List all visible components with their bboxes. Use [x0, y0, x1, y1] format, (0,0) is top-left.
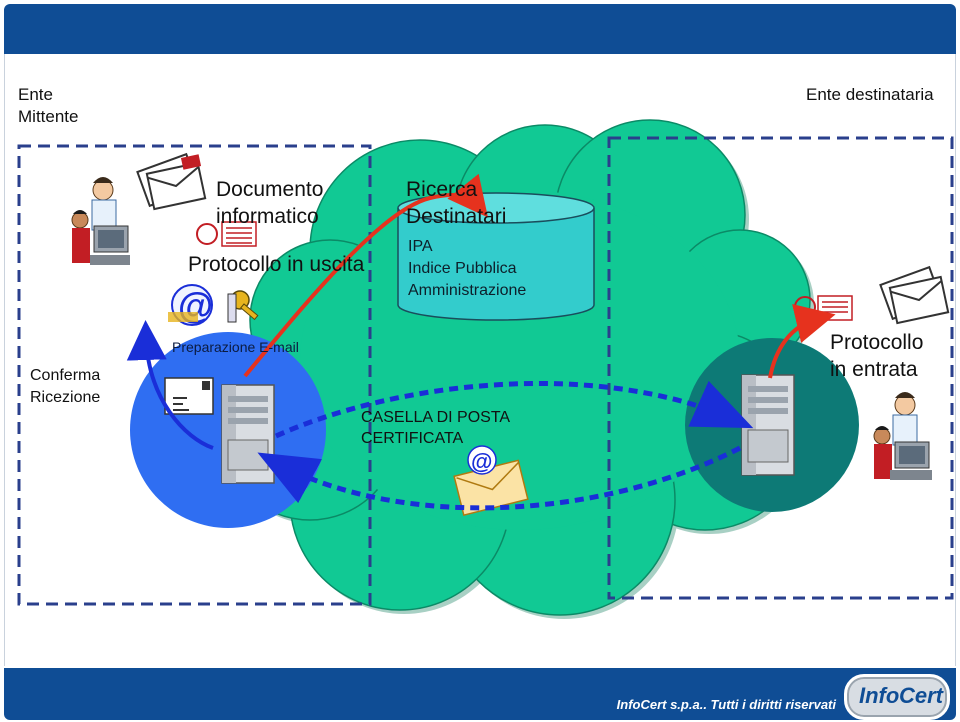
certified-mailbox-label: CASELLA DI POSTA CERTIFICATA: [361, 409, 511, 447]
email-at-icon: @: [168, 284, 213, 326]
slide-frame: [4, 54, 956, 666]
receipt-confirmation-arrow: [126, 320, 214, 450]
header-bar: [4, 4, 956, 54]
send-mail-arrow: [274, 380, 754, 439]
receipt-confirmation-label: Conferma Ricezione: [30, 367, 101, 406]
search-recipients-label: Ricerca Destinatari: [406, 178, 507, 228]
outgoing-envelope-icon: [164, 377, 214, 415]
recipient-boundary: [607, 136, 954, 600]
logo-info-text: Info: [859, 683, 900, 708]
protocol-stamp-icon: [196, 221, 257, 247]
document-label: Documento informatico: [216, 178, 324, 228]
search-recipients-arrow: [243, 173, 489, 378]
incoming-protocol-arrow: [768, 303, 836, 379]
ipa-database: [397, 192, 595, 321]
document-letters-icon: [136, 152, 207, 211]
outgoing-protocol-label: Protocollo in uscita: [188, 253, 365, 276]
sender-entity-label: Ente Mittente: [18, 85, 79, 126]
return-receipt-arrow: [257, 445, 742, 511]
sender-server-icon: [221, 384, 275, 484]
incoming-protocol-label: Protocollo in entrata: [830, 331, 924, 381]
ipa-label: IPA Indice Pubblica Amministrazione: [408, 238, 527, 299]
sender-user-icon: [71, 177, 130, 265]
certified-mail-envelope-icon: @: [453, 445, 529, 517]
svg-text:@: @: [471, 449, 492, 474]
email-preparation-label: Preparazione E-mail: [172, 339, 299, 355]
infocert-logo: Info Cert: [844, 674, 950, 720]
copyright-text: InfoCert s.p.a.. Tutti i diritti riserva…: [616, 697, 836, 712]
recipient-server-icon: [741, 374, 795, 476]
key-icon: [227, 290, 259, 323]
sender-boundary: [17, 144, 372, 606]
recipient-user-icon: [873, 392, 932, 480]
incoming-letters-icon: [879, 265, 950, 325]
logo-cert-text: Cert: [899, 683, 944, 708]
recipient-entity-label: Ente destinataria: [806, 85, 934, 104]
footer-bar: [4, 668, 956, 720]
